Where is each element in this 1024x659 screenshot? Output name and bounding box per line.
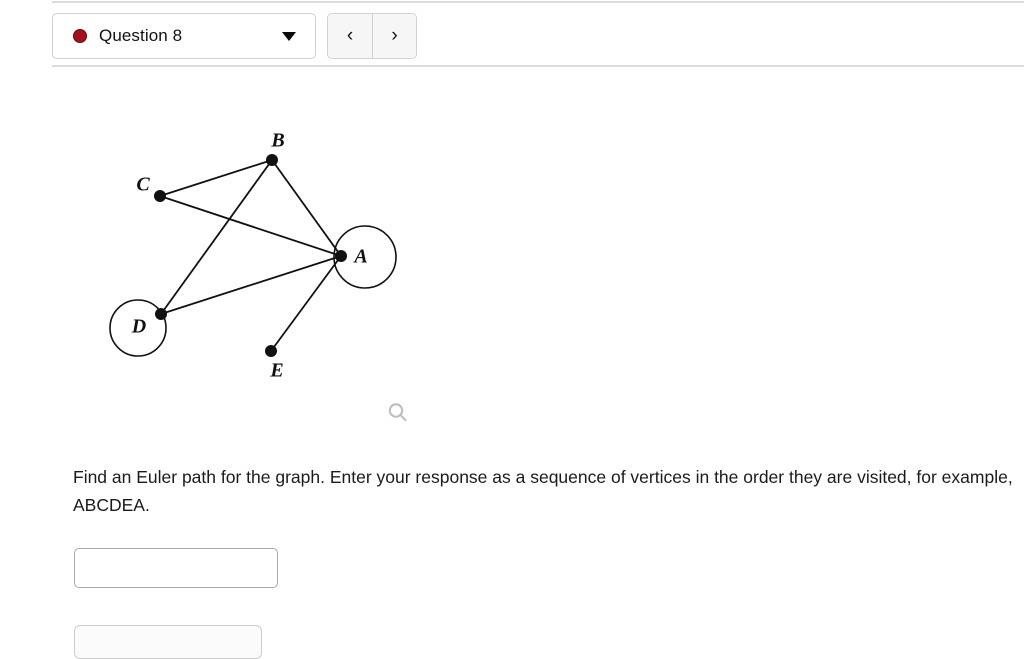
graph-vertex-label-d: D [131,316,146,338]
graph-vertex-a [335,250,347,262]
graph-figure: A B C D E [95,120,425,395]
answer-input[interactable] [74,548,278,588]
previous-question-button[interactable]: ‹ [328,14,372,58]
vertex-circle-a [333,225,397,289]
graph-vertex-label-a: A [352,246,367,268]
question-status-dot [73,29,87,43]
chevron-down-icon [282,31,296,41]
vertex-circle-d [109,299,167,357]
graph-vertex-c [154,190,166,202]
question-navigation-group[interactable]: ‹ › [327,13,417,59]
toolbar-divider-bottom [52,65,1024,67]
graph-vertex-label-e: E [269,360,283,382]
graph-edge-ae [270,255,342,352]
euler-graph-svg: A B C D E [109,130,397,382]
graph-edge-bd [160,159,273,315]
graph-edge-ba [271,159,342,257]
graph-vertex-d [155,308,167,320]
next-question-button[interactable]: › [372,14,416,58]
toolbar-divider-top [52,1,1024,3]
graph-edge-da [160,255,342,315]
graph-vertex-e [265,345,277,357]
question-prompt: Find an Euler path for the graph. Enter … [73,467,1013,515]
submit-button-partial[interactable] [74,625,262,659]
magnifier-icon[interactable] [384,399,412,427]
graph-vertex-label-c: C [136,174,150,196]
graph-edge-cb [159,159,273,197]
question-selector-label: Question 8 [99,26,183,45]
graph-vertex-b [266,154,278,166]
question-selector-dropdown[interactable]: Question 8 [52,13,316,59]
graph-vertex-label-b: B [270,130,284,152]
graph-edge-ca [159,195,342,257]
